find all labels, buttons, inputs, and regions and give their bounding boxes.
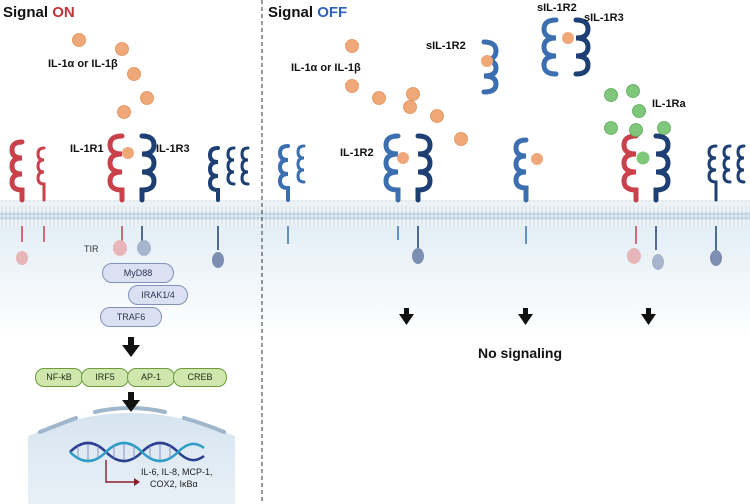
sil1r2-label-a: sIL-1R2 bbox=[426, 40, 466, 52]
il1r3-alone bbox=[207, 146, 250, 202]
tf-nfkb: NF-kB bbox=[35, 368, 83, 387]
traf6-adaptor: TRAF6 bbox=[100, 307, 162, 327]
tir-domain-icon bbox=[113, 240, 127, 256]
il1-ligands-left bbox=[72, 33, 154, 119]
tf-irf5: IRF5 bbox=[81, 368, 129, 387]
il1r2-label: IL-1R2 bbox=[340, 147, 374, 159]
myd88-adaptor: MyD88 bbox=[102, 263, 174, 283]
irak14-adaptor: IRAK1/4 bbox=[128, 285, 188, 305]
sil1r2-label-b: sIL-1R2 bbox=[537, 2, 577, 14]
il1r2-il1r3-complex bbox=[383, 133, 433, 264]
il1ra-molecules bbox=[604, 84, 671, 137]
il1ra-icon bbox=[636, 151, 650, 165]
signal-off-header: Signal OFF bbox=[268, 4, 348, 21]
il1r1-il1r3-complex bbox=[107, 133, 157, 256]
il1ra-blocked-complex bbox=[621, 133, 671, 270]
il1r2-bound bbox=[513, 137, 543, 244]
il1r1-receptor-icon bbox=[9, 139, 25, 203]
sil1r2-soluble-icon bbox=[481, 39, 499, 95]
target-genes-line1: IL-6, IL-8, MCP-1, bbox=[141, 467, 213, 477]
tir-label: TIR bbox=[84, 244, 99, 254]
il1r3-label: IL-1R3 bbox=[156, 143, 190, 155]
sil1r3-label: sIL-1R3 bbox=[584, 12, 624, 24]
il1-ligands-right bbox=[345, 39, 468, 146]
il1r3-receptor-icon bbox=[36, 146, 46, 202]
tf-ap1: AP-1 bbox=[127, 368, 175, 387]
target-genes-line2: COX2, IκBα bbox=[150, 479, 198, 489]
dna-helix-icon bbox=[69, 441, 205, 463]
ligand-label-on: IL-1α or IL-1β bbox=[48, 58, 118, 70]
cell-membrane bbox=[0, 200, 750, 226]
no-signaling-label: No signaling bbox=[478, 345, 562, 361]
sil1r2-sil1r3-complex bbox=[541, 17, 591, 77]
transcription-arrow-icon bbox=[105, 460, 134, 483]
blocked-arrow-icon bbox=[399, 308, 656, 325]
il1r1-label: IL-1R1 bbox=[70, 143, 104, 155]
il1r2-alone bbox=[277, 144, 306, 202]
signal-arrow-icon bbox=[122, 337, 140, 412]
tf-creb: CREB bbox=[173, 368, 227, 387]
il1-ligand-icon bbox=[122, 147, 134, 159]
signal-on-header: Signal ON bbox=[3, 4, 75, 21]
il1ra-label: IL-1Ra bbox=[652, 98, 686, 110]
ligand-label-off: IL-1α or IL-1β bbox=[291, 62, 361, 74]
